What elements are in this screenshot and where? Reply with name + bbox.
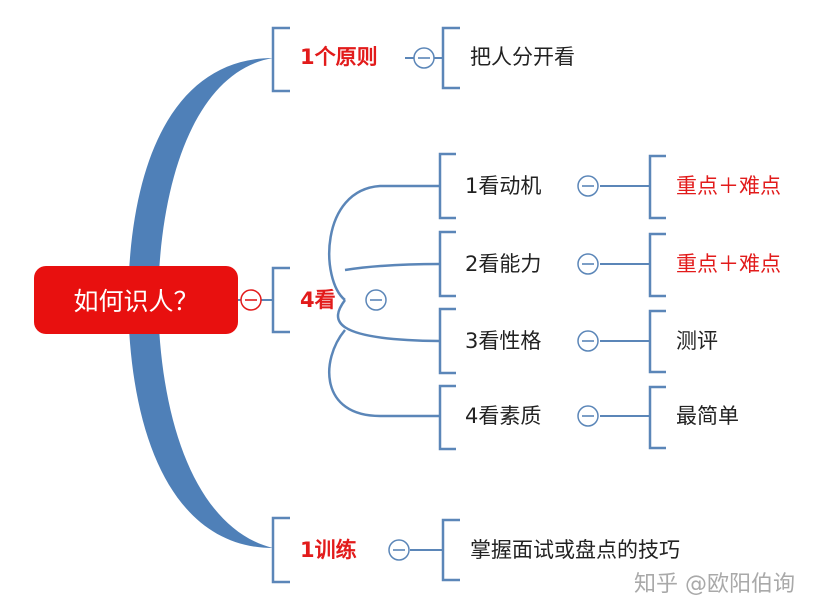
look-2-detail[interactable]: 重点＋难点 xyxy=(676,252,781,276)
look-1-label[interactable]: 1看动机 xyxy=(465,174,542,198)
look-1-detail[interactable]: 重点＋难点 xyxy=(676,174,781,198)
collapse-icon[interactable] xyxy=(577,253,599,275)
look-2-label[interactable]: 2看能力 xyxy=(465,252,542,276)
branch-four-looks-label[interactable]: 4看 xyxy=(300,288,336,312)
branch-principle-label[interactable]: 1个原则 xyxy=(300,45,378,69)
main-curve xyxy=(128,58,273,548)
root-label: 如何识人？ xyxy=(73,287,199,316)
collapse-icon[interactable] xyxy=(577,405,599,427)
collapse-icon[interactable] xyxy=(577,330,599,352)
training-child-label[interactable]: 掌握面试或盘点的技巧 xyxy=(470,538,680,562)
branch-training-label[interactable]: 1训练 xyxy=(300,538,357,562)
look-4-detail[interactable]: 最简单 xyxy=(676,404,739,428)
collapse-icon[interactable] xyxy=(388,539,410,561)
collapse-icon[interactable] xyxy=(365,289,387,311)
look-3-detail[interactable]: 测评 xyxy=(676,329,718,353)
look-4-label[interactable]: 4看素质 xyxy=(465,404,542,428)
collapse-icon[interactable] xyxy=(413,47,435,69)
look-3-label[interactable]: 3看性格 xyxy=(465,329,542,353)
collapse-icon[interactable] xyxy=(240,289,262,311)
principle-child-label[interactable]: 把人分开看 xyxy=(470,45,575,69)
root-node[interactable]: 如何识人？ xyxy=(34,266,238,334)
collapse-icon[interactable] xyxy=(577,175,599,197)
watermark: 知乎 @欧阳伯询 xyxy=(634,572,795,597)
